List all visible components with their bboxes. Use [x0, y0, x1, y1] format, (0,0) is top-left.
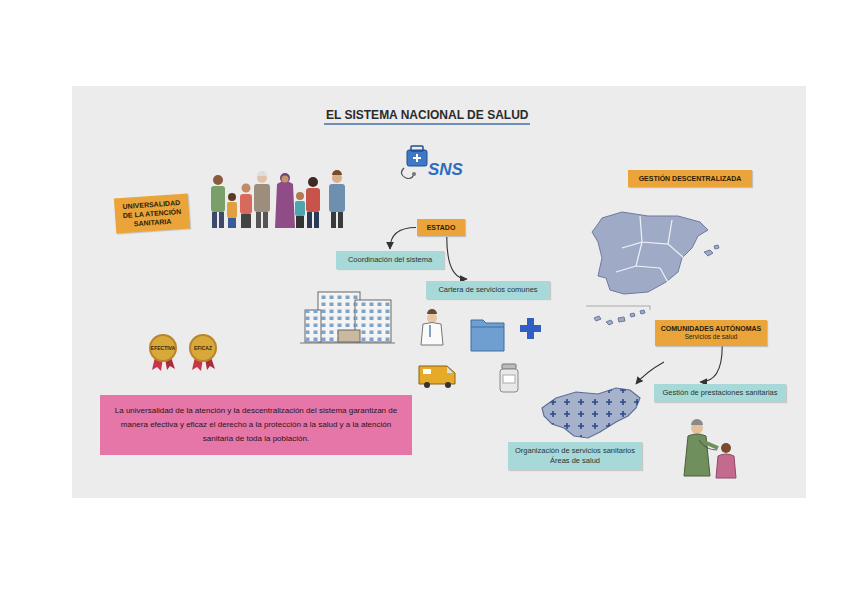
node-subtext: Áreas de salud: [513, 456, 637, 466]
connector-arrow: [447, 237, 467, 279]
node-text: Coordinación del sistema: [341, 255, 439, 265]
node-text: EFECTIVA: [151, 345, 175, 351]
process-box: Organización de servicios sanitariosÁrea…: [508, 442, 642, 470]
medal-badge: EFICAZ: [189, 334, 217, 362]
node-text: Cartera de servicios comunes: [431, 285, 545, 295]
medal-badge: EFECTIVA: [149, 334, 177, 362]
diagram-title: EL SISTEMA NACIONAL DE SALUD: [324, 108, 530, 125]
spain-map: [586, 212, 719, 325]
node-text: EFICAZ: [194, 345, 212, 351]
connector-arrow: [390, 228, 416, 249]
orange-tag: COMUNIDADES AUTÓNOMASServicios de salud: [655, 320, 767, 346]
people-group: [211, 170, 345, 228]
node-text: ESTADO: [422, 223, 460, 232]
doctor-with-child: [684, 419, 736, 478]
orange-tag: UNIVERSALIDAD DE LA ATENCIÓN SANITARIA: [114, 193, 190, 233]
medicine-jar: [500, 364, 518, 392]
node-text: UNIVERSALIDAD DE LA ATENCIÓN SANITARIA: [119, 198, 185, 230]
process-box: Cartera de servicios comunes: [426, 281, 550, 299]
node-text: GESTIÓN DESCENTRALIZADA: [633, 174, 747, 183]
summary-box: La universalidad de la atención y la des…: [100, 395, 412, 455]
node-text: COMUNIDADES AUTÓNOMAS: [660, 324, 762, 333]
ambulance: [419, 366, 455, 388]
orange-tag: ESTADO: [417, 219, 465, 236]
node-text: La universalidad de la atención y la des…: [112, 404, 400, 446]
logo-text: SNS: [428, 160, 463, 180]
connector-arrow: [700, 347, 722, 382]
node-subtext: Servicios de salud: [660, 333, 762, 341]
leader-arrow: [636, 362, 664, 384]
andalusia-map: [542, 388, 640, 438]
sns-logo-icon: [401, 146, 427, 179]
medical-cross: [520, 318, 541, 339]
node-text: Organización de servicios sanitarios: [513, 446, 637, 456]
folder-icon: [471, 320, 504, 351]
hospital-building: [300, 292, 395, 343]
doctor-figure: [421, 309, 443, 345]
node-text: Gestión de prestaciones sanitarias: [659, 388, 781, 398]
orange-tag: GESTIÓN DESCENTRALIZADA: [628, 170, 752, 187]
process-box: Gestión de prestaciones sanitarias: [654, 384, 786, 402]
process-box: Coordinación del sistema: [336, 251, 444, 269]
